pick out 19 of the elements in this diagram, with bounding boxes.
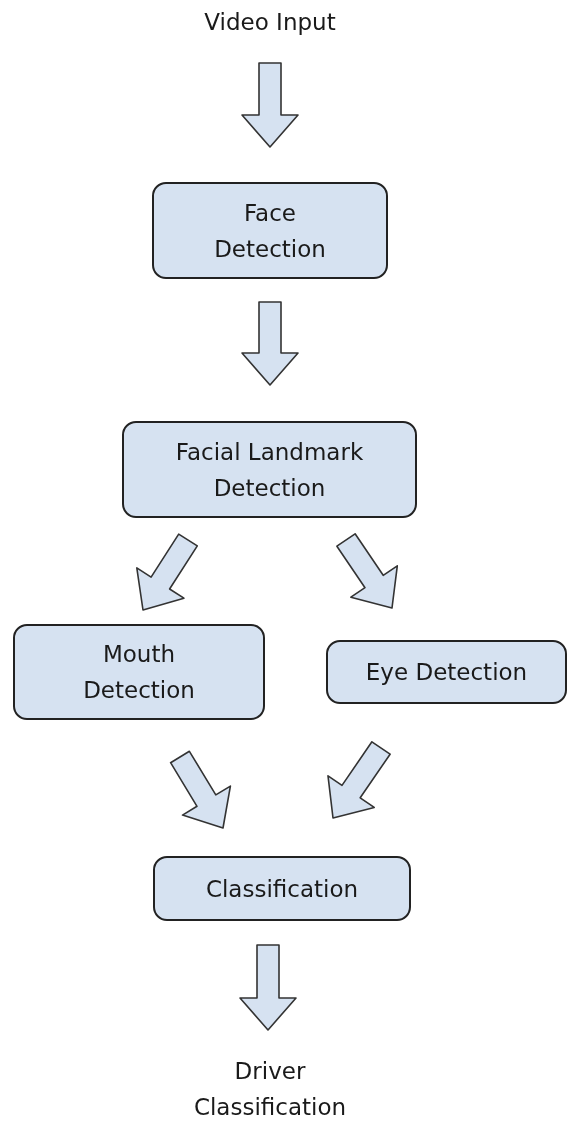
process-box (152, 182, 388, 279)
block-arrow (336, 533, 399, 609)
process-box (153, 856, 411, 921)
process-box (122, 421, 417, 518)
block-arrow (136, 533, 199, 611)
block-arrow (241, 301, 299, 386)
process-box (326, 640, 567, 704)
box-label: Classification (205, 874, 359, 904)
box-label: Facial Landmark Detection (174, 437, 365, 503)
box-label: Eye Detection (365, 658, 528, 687)
block-arrow (241, 62, 299, 148)
block-arrow (327, 741, 391, 819)
box-label: Face Detection (213, 198, 327, 264)
process-box (13, 624, 265, 720)
block-arrow (239, 944, 297, 1031)
box-label: Mouth Detection (82, 640, 196, 705)
io-label: Video Input (204, 8, 336, 37)
block-arrow (169, 750, 232, 829)
io-label: Driver Classification (192, 1057, 348, 1122)
